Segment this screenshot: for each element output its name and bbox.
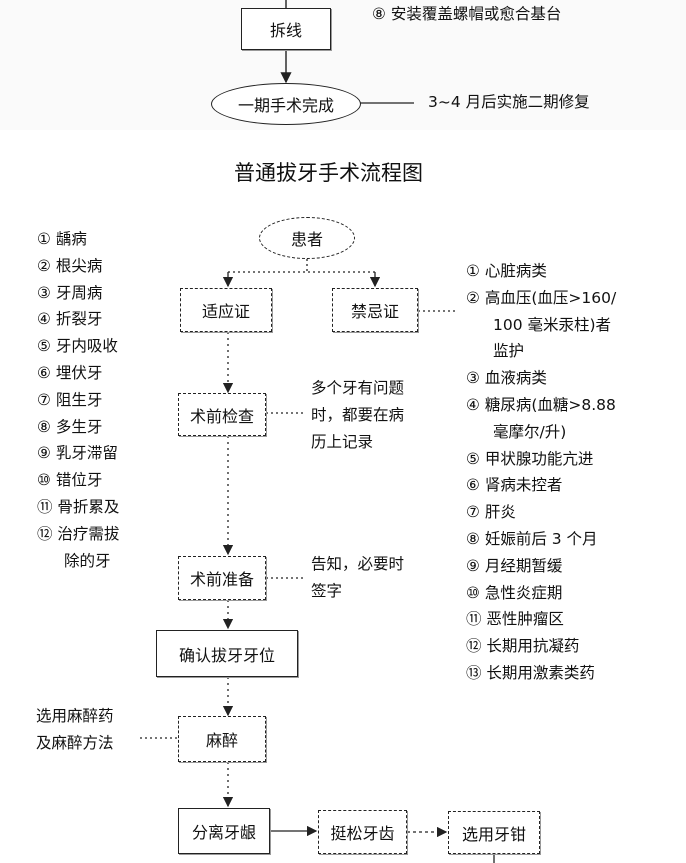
list-item: ② 高血压(血压>160/	[466, 288, 617, 307]
phase1-done-label: 一期手术完成	[237, 96, 334, 115]
contraindications-label: 禁忌证	[350, 302, 399, 321]
separate-gingiva-node: 分离牙龈	[178, 808, 270, 854]
preop-exam-node: 术前检查	[178, 393, 266, 436]
anesthesia-note-line: 选用麻醉药	[36, 707, 114, 725]
indications-node: 适应证	[180, 288, 272, 332]
prep-note-line: 告知，必要时	[311, 555, 405, 573]
list-item: ① 心脏病类	[466, 262, 547, 280]
exam-note-line: 多个牙有问题	[311, 379, 405, 397]
list-item: 毫摩尔/升)	[493, 422, 567, 441]
prep-note: 告知，必要时 签字	[311, 551, 404, 605]
contraindications-node: 禁忌证	[332, 288, 418, 332]
list-item: ⑪ 骨折累及	[37, 497, 120, 516]
confirm-tooth-node: 确认拔牙牙位	[156, 630, 298, 677]
suture-removal-box: 拆线	[241, 8, 331, 50]
list-item: ⑧ 妊娠前后 3 个月	[466, 529, 598, 548]
list-item: 100 毫米汞柱)者	[493, 315, 612, 334]
exam-note-line: 历上记录	[311, 432, 374, 451]
list-item: ③ 牙周病	[37, 283, 103, 302]
loosen-tooth-node: 挺松牙齿	[318, 810, 407, 854]
confirm-tooth-label: 确认拔牙牙位	[178, 645, 275, 665]
anesthesia-note: 选用麻醉药 及麻醉方法	[36, 703, 114, 757]
separate-gingiva-label: 分离牙龈	[191, 823, 256, 842]
list-item: ⑬ 长期用激素类药	[466, 663, 595, 682]
list-item: ⑩ 错位牙	[37, 471, 103, 490]
list-item: ② 根尖病	[37, 256, 103, 275]
list-item: ④ 糖尿病(血糖>8.88	[466, 395, 616, 414]
list-item: ⑧ 多生牙	[37, 417, 103, 436]
exam-note: 多个牙有问题 时，都要在病 历上记录	[311, 375, 404, 455]
phase1-done-ellipse: 一期手术完成	[211, 83, 361, 125]
list-item: ⑫ 治疗需拔	[37, 524, 120, 543]
exam-note-line: 时，都要在病	[311, 405, 405, 424]
list-item: ⑨ 月经期暂缓	[466, 556, 563, 575]
preop-prep-label: 术前准备	[189, 570, 254, 589]
indications-label: 适应证	[201, 302, 250, 321]
preop-prep-node: 术前准备	[178, 556, 266, 600]
list-item: ⑩ 急性炎症期	[466, 583, 563, 602]
anesthesia-label: 麻醉	[205, 731, 238, 750]
suture-removal-label: 拆线	[269, 21, 302, 40]
anesthesia-node: 麻醉	[178, 716, 266, 762]
patient-label: 患者	[290, 230, 323, 249]
list-item: ⑥ 肾病未控者	[466, 476, 563, 495]
patient-node: 患者	[259, 217, 355, 259]
contraindications-list: ① 心脏病类 ② 高血压(血压>160/ 100 毫米汞柱)者 监护 ③ 血液病…	[466, 258, 616, 687]
list-item: ⑦ 肝炎	[466, 503, 516, 522]
list-item: ⑨ 乳牙滞留	[37, 444, 118, 463]
select-forceps-node: 选用牙钳	[448, 811, 540, 854]
list-item: ⑪ 恶性肿瘤区	[466, 610, 564, 629]
list-item: 除的牙	[64, 551, 111, 570]
select-forceps-label: 选用牙钳	[461, 824, 526, 844]
prep-note-line: 签字	[311, 581, 343, 600]
list-item: ⑤ 甲状腺功能亢进	[466, 449, 594, 468]
list-item: ⑦ 阻生牙	[37, 390, 103, 409]
step8-text: ⑧ 安装覆盖螺帽或愈合基台	[372, 5, 562, 23]
list-item: ④ 折裂牙	[37, 310, 103, 329]
flow-title: 普通拔牙手术流程图	[234, 161, 423, 185]
list-item: ③ 血液病类	[466, 369, 547, 388]
phase2-note: 3~4 月后实施二期修复	[428, 93, 590, 111]
indications-list: ① 龋病 ② 根尖病 ③ 牙周病 ④ 折裂牙 ⑤ 牙内吸收 ⑥ 埋伏牙 ⑦ 阻生…	[37, 226, 119, 574]
preop-exam-label: 术前检查	[189, 406, 254, 426]
loosen-tooth-label: 挺松牙齿	[330, 824, 395, 843]
list-item: ⑤ 牙内吸收	[37, 337, 118, 356]
list-item: ⑫ 长期用抗凝药	[466, 637, 580, 656]
anesthesia-note-line: 及麻醉方法	[36, 733, 114, 752]
list-item: ① 龋病	[37, 230, 87, 248]
list-item: 监护	[493, 342, 525, 361]
list-item: ⑥ 埋伏牙	[37, 363, 103, 382]
